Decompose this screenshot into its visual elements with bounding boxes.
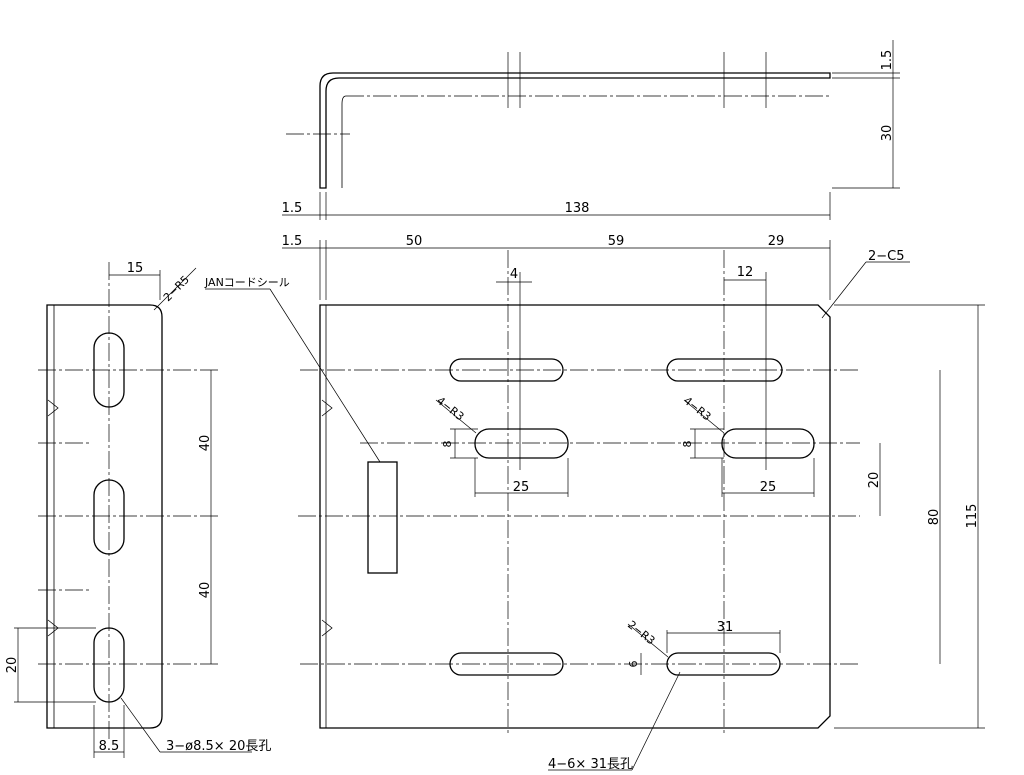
bend-mark bbox=[321, 619, 333, 637]
slot bbox=[449, 358, 564, 382]
leader-line bbox=[435, 399, 477, 434]
leader-line bbox=[821, 261, 867, 319]
radius-note-a: 4−R3 bbox=[434, 394, 466, 423]
leader-line bbox=[269, 288, 381, 463]
front-view: JANコードシール 1.5 50 59 29 4 12 2−C5 4−R3 4−… bbox=[204, 234, 985, 772]
dim-slot-len-a: 25 bbox=[513, 480, 530, 495]
dim-top-width: 15 bbox=[127, 261, 144, 276]
dim-bottom-offset: 20 bbox=[5, 657, 20, 674]
dim-first-slot: 50 bbox=[406, 234, 423, 249]
note-holes: 3−ø8.5× 20長孔 bbox=[166, 739, 271, 754]
chamfer-note: 2−C5 bbox=[868, 249, 905, 264]
slot bbox=[449, 652, 564, 676]
dim-offset: 1.5 bbox=[282, 234, 303, 249]
dim-slot-width-right: 12 bbox=[737, 265, 754, 280]
side-view-outline bbox=[46, 304, 163, 729]
dim-slot-height-a: 8 bbox=[441, 441, 454, 448]
dim-slot-offset: 20 bbox=[867, 472, 882, 489]
radius-note-b: 4−R3 bbox=[681, 394, 713, 423]
slot bbox=[721, 428, 815, 459]
leader-line bbox=[683, 399, 725, 434]
front-view-outline bbox=[319, 304, 831, 729]
top-view: 1.5 30 1.5 138 bbox=[282, 40, 900, 220]
slot bbox=[666, 652, 781, 676]
dim-total-height: 115 bbox=[965, 504, 980, 529]
dim-hole-width: 8.5 bbox=[99, 739, 120, 754]
side-view: 15 2−R5 40 40 20 8.5 3−ø8.5× 20長孔 bbox=[5, 261, 271, 758]
dim-slot-pitch: 80 bbox=[927, 509, 942, 526]
dim-slot-len-b: 25 bbox=[760, 480, 777, 495]
dim-slot-width-left: 4 bbox=[510, 267, 518, 282]
jan-seal-label: JANコードシール bbox=[204, 276, 290, 289]
dim-right-margin: 29 bbox=[768, 234, 785, 249]
radius-note: 2−R5 bbox=[161, 273, 192, 304]
slot bbox=[666, 358, 783, 382]
leader-line bbox=[627, 623, 669, 658]
slot bbox=[474, 428, 569, 459]
top-view-outline bbox=[319, 72, 831, 189]
radius-note-c: 2−R3 bbox=[625, 618, 657, 647]
dim-long-slot-len: 31 bbox=[717, 620, 734, 635]
dim-total-length: 138 bbox=[565, 201, 590, 216]
dim-slot-spacing: 59 bbox=[608, 234, 625, 249]
top-view-hidden-curve bbox=[341, 95, 347, 188]
dim-pitch-lower: 40 bbox=[198, 582, 213, 599]
note-long-slots: 4−6× 31長孔 bbox=[548, 757, 633, 772]
dim-flange-height: 30 bbox=[880, 125, 895, 142]
jan-seal-area bbox=[367, 461, 398, 574]
dim-thickness-top: 1.5 bbox=[880, 50, 895, 71]
leader-line bbox=[631, 671, 681, 771]
dim-slot-height-b: 8 bbox=[681, 441, 694, 448]
bend-mark bbox=[47, 399, 59, 417]
dim-pitch-upper: 40 bbox=[198, 435, 213, 452]
leader-line bbox=[153, 267, 197, 311]
dim-long-slot-width: 6 bbox=[627, 661, 640, 668]
dim-left-thickness: 1.5 bbox=[282, 201, 303, 216]
leader-line bbox=[120, 697, 161, 753]
bend-mark bbox=[321, 399, 333, 417]
